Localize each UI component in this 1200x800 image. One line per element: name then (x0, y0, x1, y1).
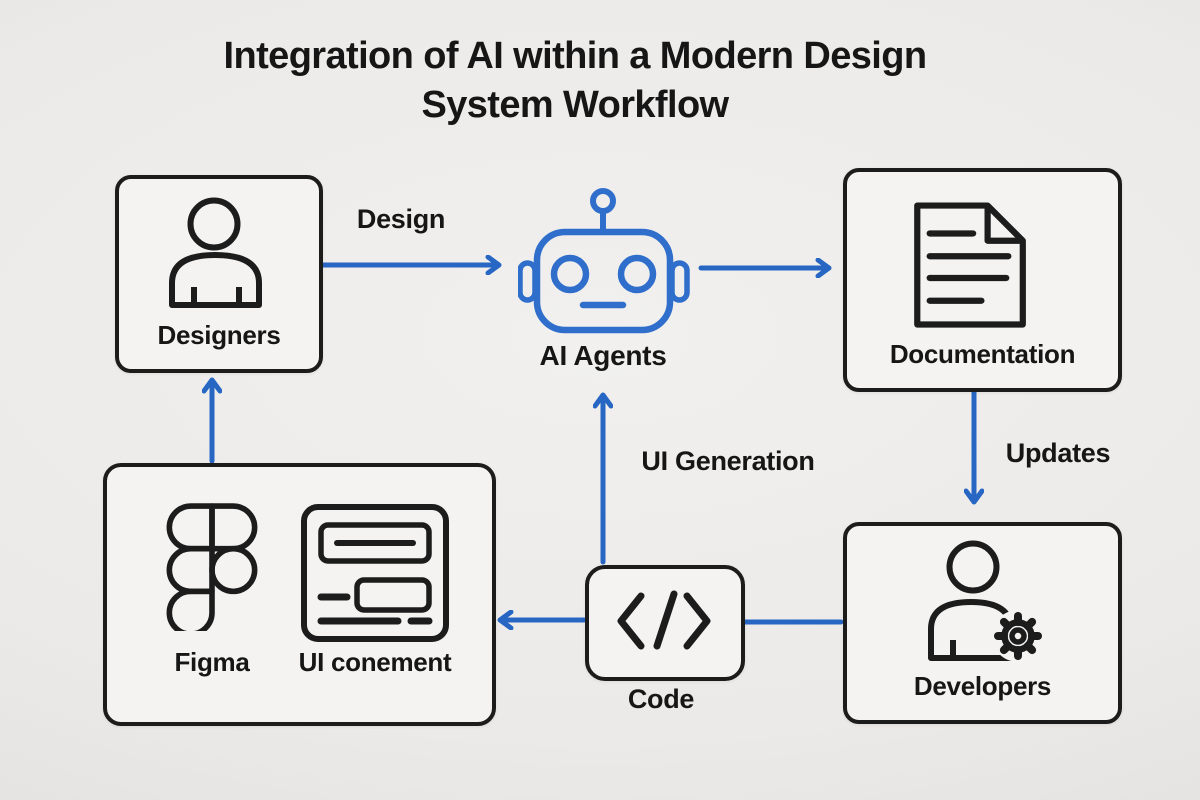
ai-agents-label: AI Agents (539, 340, 667, 371)
edge-label-design: Design (356, 204, 446, 234)
node-design-tools: Figma UI conement (103, 463, 496, 726)
code-brackets-icon (617, 590, 711, 650)
robot-icon (518, 188, 690, 334)
diagram-title: Integration of AI within a Modern Design… (0, 32, 1150, 130)
edge-label-updates: Updates (1005, 438, 1111, 468)
document-icon (914, 202, 1026, 328)
person-icon (169, 197, 262, 308)
node-code (585, 565, 745, 681)
edge-label-ui-generation: UI Generation (641, 446, 815, 476)
code-label: Code (627, 684, 695, 714)
designers-label: Designers (157, 320, 281, 350)
developers-label: Developers (913, 671, 1052, 701)
gear-icon (992, 610, 1044, 662)
title-line-1: Integration of AI within a Modern Design (223, 35, 928, 77)
title-line-2: System Workflow (421, 84, 729, 126)
node-designers: Designers (115, 175, 323, 373)
documentation-label: Documentation (889, 339, 1076, 369)
node-documentation: Documentation (843, 168, 1122, 392)
ui-wireframe-icon (301, 504, 449, 642)
ui-component-label: UI conement (298, 647, 452, 677)
figma-label: Figma (174, 647, 250, 677)
figma-logo-icon (166, 503, 258, 631)
node-developers: Developers (843, 522, 1122, 724)
person-gear-icon (928, 540, 1044, 662)
